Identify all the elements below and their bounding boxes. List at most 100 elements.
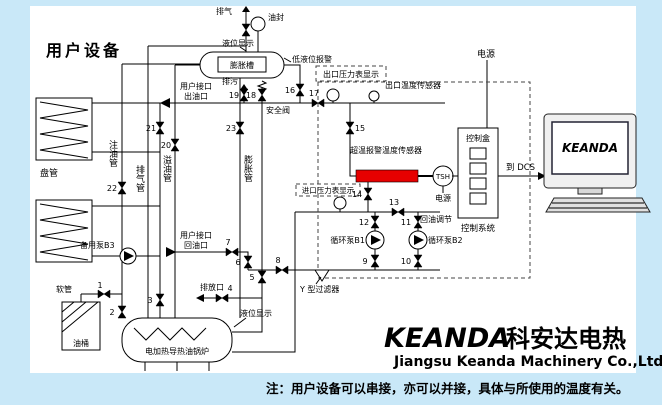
tsh-label: TSH xyxy=(435,173,450,181)
valve-number-3: 3 xyxy=(147,296,152,305)
overflow-pipe-label: 溢油管 xyxy=(161,154,172,182)
outlet-temp-sensor-label: 出口温度传感器 xyxy=(385,80,441,90)
valve-19: 19 xyxy=(229,88,249,102)
user-coil-1 xyxy=(35,97,93,161)
company-name: Jiangsu Keanda Machinery Co.,Ltd xyxy=(393,354,662,370)
to-dcs-label: 到 DCS xyxy=(506,163,535,173)
valve-12: 12 xyxy=(359,215,380,229)
filling-pipe-label: 注油管 xyxy=(107,139,118,167)
oil-seal-pot xyxy=(250,16,266,32)
outlet-pressure-label: 出口压力表显示 xyxy=(323,69,379,79)
valve-number-12: 12 xyxy=(359,218,369,227)
control-box-label: 控制盒 xyxy=(466,133,490,143)
valve-20: 20 xyxy=(161,138,180,152)
valve-10: 10 xyxy=(401,254,423,268)
y-strainer-label: Y 型过滤器 xyxy=(299,284,339,294)
dcs-computer: KEANDA xyxy=(543,113,651,213)
discharge-port-label: 排放口 xyxy=(200,282,224,292)
tank-nameplate xyxy=(217,56,267,73)
footnote: 注：用户设备可以串接，亦可以并接，具体与所使用的温度有关。 xyxy=(266,381,629,396)
expansion-pipe-label: 膨胀管 xyxy=(242,154,253,182)
valve-number-8: 8 xyxy=(275,256,280,265)
user-outlet-label-2: 出油口 xyxy=(184,91,208,101)
valve-3: 3 xyxy=(147,293,165,307)
skid-boundary xyxy=(317,81,531,279)
keyboard xyxy=(545,197,651,213)
oil-seal-label: 油封 xyxy=(268,12,284,22)
inlet-pressure-label-box xyxy=(295,183,361,197)
branding: KEANDA 科安达电热 Jiangsu Keanda Machinery Co… xyxy=(384,323,662,370)
outlet-pressure-gauge xyxy=(326,88,340,102)
valve-4: 4 xyxy=(215,284,233,303)
valve-1: 1 xyxy=(97,281,111,299)
user-outlet-label-1: 用户接口 xyxy=(180,81,212,91)
dcs-arrow xyxy=(538,172,546,180)
power-top-label: 电源 xyxy=(477,48,495,60)
blowdown-label: 排污 xyxy=(222,76,238,86)
oil-drum: 油桶 xyxy=(61,301,101,351)
valve-number-2: 2 xyxy=(109,308,114,317)
vent-pipe-label: 排气管 xyxy=(134,164,145,192)
valve-number-6: 6 xyxy=(235,258,240,267)
overtemp-sensor-label: 超温报警温度传感器 xyxy=(350,145,422,155)
valve-number-13: 13 xyxy=(389,198,399,207)
y-strainer xyxy=(314,269,330,285)
valve-number-19: 19 xyxy=(229,91,239,100)
valve-number-22: 22 xyxy=(107,184,117,193)
valve-21: 21 xyxy=(146,121,165,135)
user-coil-2 xyxy=(35,199,93,263)
outlet-temp-sensor-symbol xyxy=(368,90,380,102)
power-tsh-label: 电源 xyxy=(435,193,451,203)
discharge-arrow xyxy=(196,294,204,302)
outlet-pressure-label-box xyxy=(315,65,387,82)
valve-number-7: 7 xyxy=(225,238,230,247)
pump-b2 xyxy=(408,230,428,250)
pump-b1 xyxy=(365,230,385,250)
coil-label: 盘管 xyxy=(40,167,58,179)
level-display-top-label: 液位显示 xyxy=(222,38,254,48)
pump-b2-label: 循环泵B2 xyxy=(428,235,463,245)
valve-8: 8 xyxy=(275,256,289,275)
valve-22: 22 xyxy=(107,181,127,195)
pump-b3 xyxy=(119,247,137,265)
valve-number-21: 21 xyxy=(146,124,156,133)
return-adjust-label: 回油调节 xyxy=(420,214,452,224)
valve-14: 14 xyxy=(352,187,373,201)
level-display-bottom-label: 液位显示 xyxy=(240,308,272,318)
valve-7: 7 xyxy=(225,238,239,257)
valve-13: 13 xyxy=(389,198,405,217)
valve-number-23: 23 xyxy=(226,124,236,133)
blowdown-arrow xyxy=(240,84,248,90)
user-return-label-2: 回油口 xyxy=(184,240,208,250)
expansion-tank: 膨胀槽 xyxy=(199,46,292,79)
valve-9: 9 xyxy=(362,254,380,268)
monitor-brand-text: KEANDA xyxy=(562,141,618,155)
valve-17: 17 xyxy=(309,89,325,108)
monitor-screen xyxy=(551,121,629,175)
valve-number-9: 9 xyxy=(362,257,367,266)
diagram-panel xyxy=(30,6,636,373)
safety-valve-label: 安全阀 xyxy=(266,105,290,115)
port-arrows xyxy=(160,6,546,302)
monitor-stand xyxy=(577,187,603,195)
outlet-port-arrow xyxy=(160,98,170,108)
diagram-labels: 排气 油封 液位显示 低液位报警 用户接口 出油口 排污 安全阀 出口压力表显示… xyxy=(40,6,535,318)
valve-5: 5 xyxy=(249,270,267,284)
valve-number-15: 15 xyxy=(355,124,365,133)
valve-6: 6 xyxy=(235,255,253,269)
inlet-pressure-gauge xyxy=(333,196,347,210)
valve-number-17: 17 xyxy=(309,89,319,98)
valve-number-14: 14 xyxy=(352,190,362,199)
vent-top-label: 排气 xyxy=(216,6,232,16)
page-title: 用户设备 xyxy=(46,41,122,60)
valve-number-1: 1 xyxy=(97,281,102,290)
valve-number-20: 20 xyxy=(161,141,171,150)
valve-number-4: 4 xyxy=(227,284,232,293)
valve-number-18: 18 xyxy=(246,91,256,100)
hose-label: 软管 xyxy=(56,284,72,294)
pump-b1-label: 循环泵B1 xyxy=(330,235,365,245)
control-system-label: 控制系统 xyxy=(461,223,496,234)
valve-2: 2 xyxy=(109,305,127,319)
